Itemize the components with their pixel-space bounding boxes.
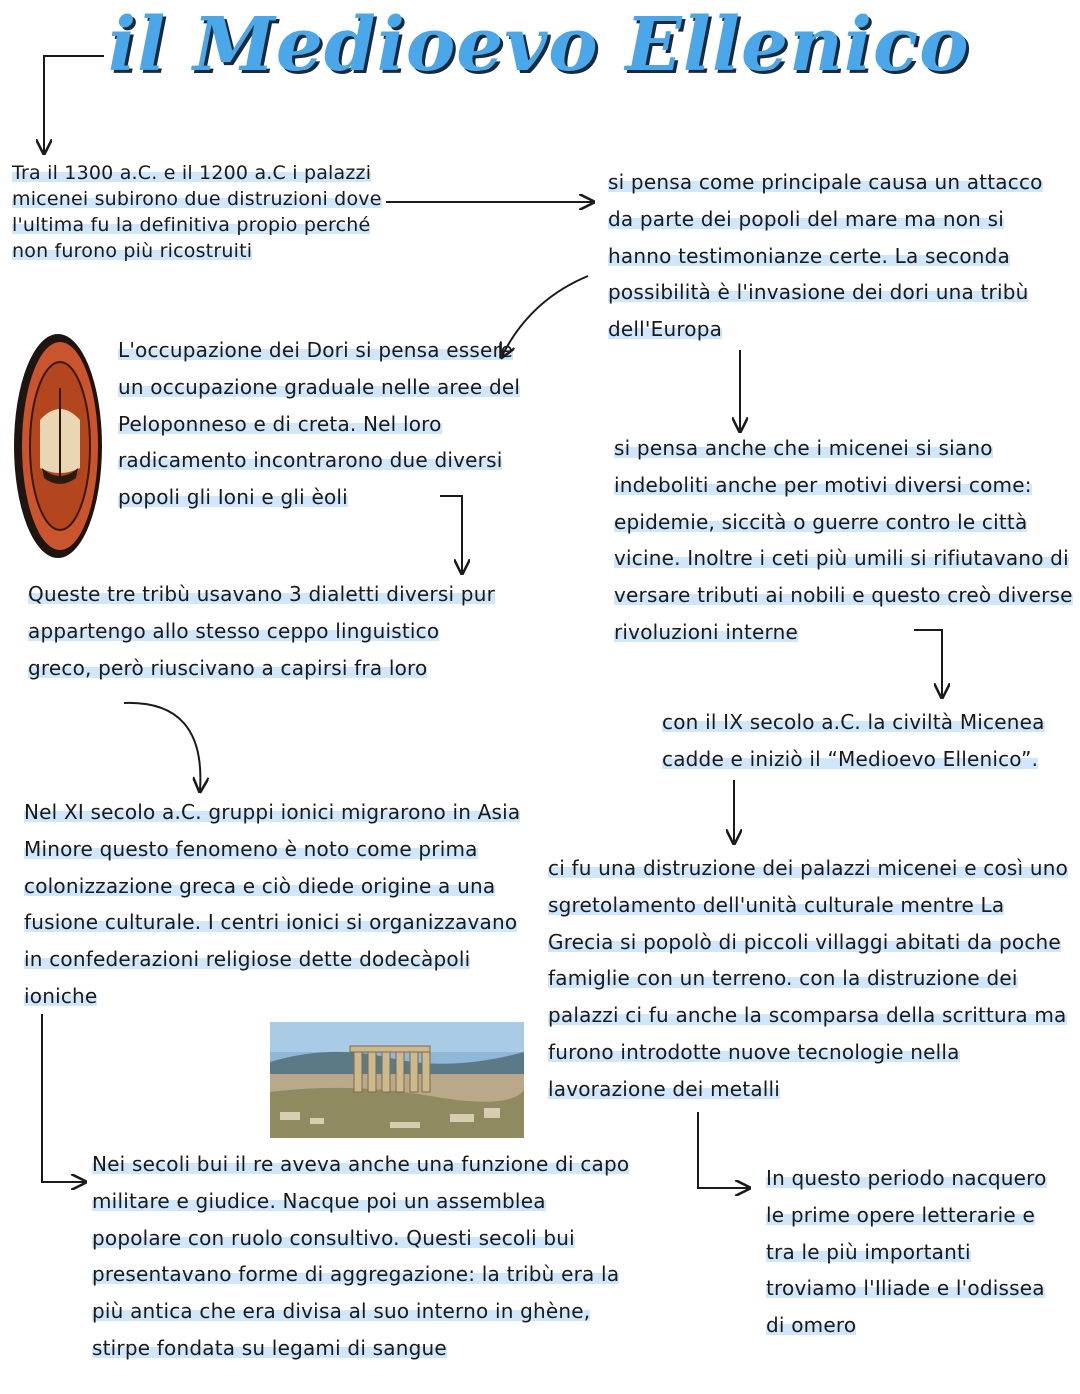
text-block-dori: L'occupazione dei Dori si pensa essere u… (118, 332, 538, 516)
text-block-ninth-century: con il IX secolo a.C. la civiltà Micenea… (662, 704, 1062, 778)
text-b9: Nei secoli bui il re aveva anche una fun… (92, 1152, 629, 1360)
text-block-causes: si pensa come principale causa un attacc… (608, 164, 1063, 348)
temple-ruins-image (270, 1022, 524, 1138)
text-block-ionic-migration: Nel XI secolo a.C. gruppi ionici migraro… (24, 794, 524, 1015)
text-block-palace-destruction: ci fu una distruzione dei palazzi micene… (548, 850, 1073, 1108)
text-b2: si pensa come principale causa un attacc… (608, 170, 1043, 341)
text-block-dark-ages: Nei secoli bui il re aveva anche una fun… (92, 1146, 632, 1367)
text-block-literature: In questo periodo nacquero le prime oper… (766, 1160, 1066, 1344)
text-b6: con il IX secolo a.C. la civiltà Micenea… (662, 710, 1045, 771)
text-b3: L'occupazione dei Dori si pensa essere u… (118, 338, 520, 509)
text-b1: Tra il 1300 a.C. e il 1200 a.C i palazzi… (12, 162, 382, 262)
text-b8: ci fu una distruzione dei palazzi micene… (548, 856, 1068, 1101)
text-block-dialects: Queste tre tribù usavano 3 dialetti dive… (28, 576, 508, 686)
text-block-destruction: Tra il 1300 a.C. e il 1200 a.C i palazzi… (12, 160, 382, 264)
greek-vase-image (6, 328, 102, 564)
text-block-weakening: si pensa anche che i micenei si siano in… (614, 430, 1076, 651)
text-b10: In questo periodo nacquero le prime oper… (766, 1166, 1047, 1337)
text-b4: si pensa anche che i micenei si siano in… (614, 436, 1073, 644)
text-b7: Nel XI secolo a.C. gruppi ionici migraro… (24, 800, 520, 1008)
page-title: il Medioevo Ellenico (108, 2, 1008, 98)
text-b5: Queste tre tribù usavano 3 dialetti dive… (28, 582, 495, 680)
arrow-b8-to-b10 (698, 1112, 748, 1188)
arrow-b5-to-b7 (124, 703, 200, 790)
arrow-b7-to-b9 (42, 1014, 84, 1182)
arrow-title-to-b1 (44, 56, 104, 152)
